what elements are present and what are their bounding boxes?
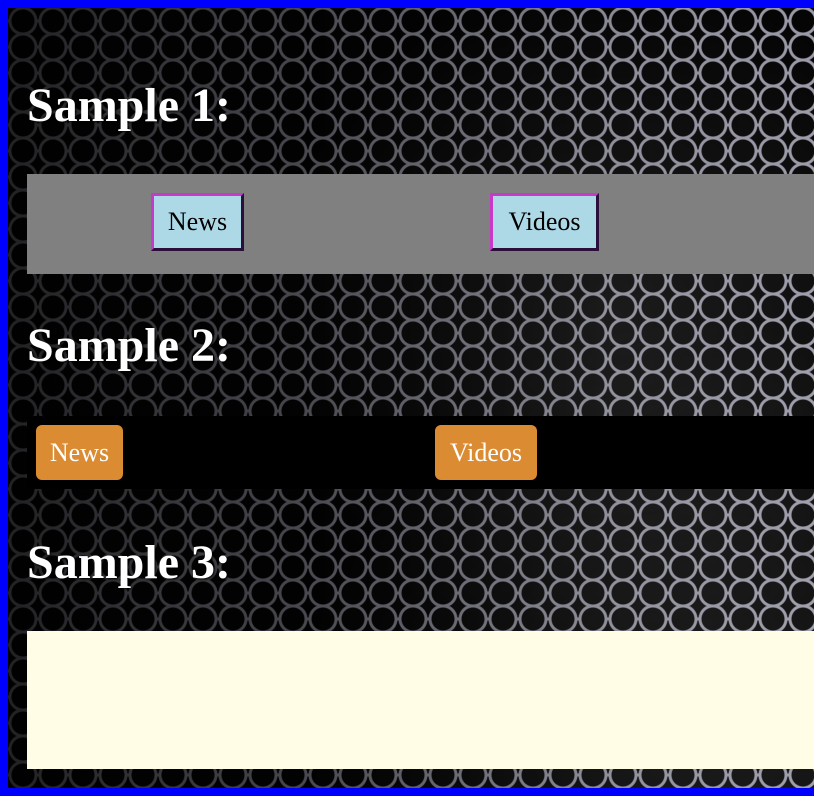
sample-3-nav-bar bbox=[27, 631, 814, 769]
sample-2-heading: Sample 2: bbox=[27, 319, 231, 372]
sample-1-heading: Sample 1: bbox=[27, 79, 231, 132]
page-background: Sample 1: News Videos Sample 2: News Vid… bbox=[8, 8, 814, 788]
sample-3-heading: Sample 3: bbox=[27, 536, 231, 589]
sample-1-news-button[interactable]: News bbox=[151, 193, 244, 251]
sample-1-videos-button[interactable]: Videos bbox=[490, 193, 599, 251]
sample-2-news-button[interactable]: News bbox=[36, 425, 123, 480]
sample-2-videos-button[interactable]: Videos bbox=[435, 425, 537, 480]
sample-1-nav-bar: News Videos bbox=[27, 174, 814, 274]
sample-2-nav-bar: News Videos bbox=[27, 416, 814, 489]
